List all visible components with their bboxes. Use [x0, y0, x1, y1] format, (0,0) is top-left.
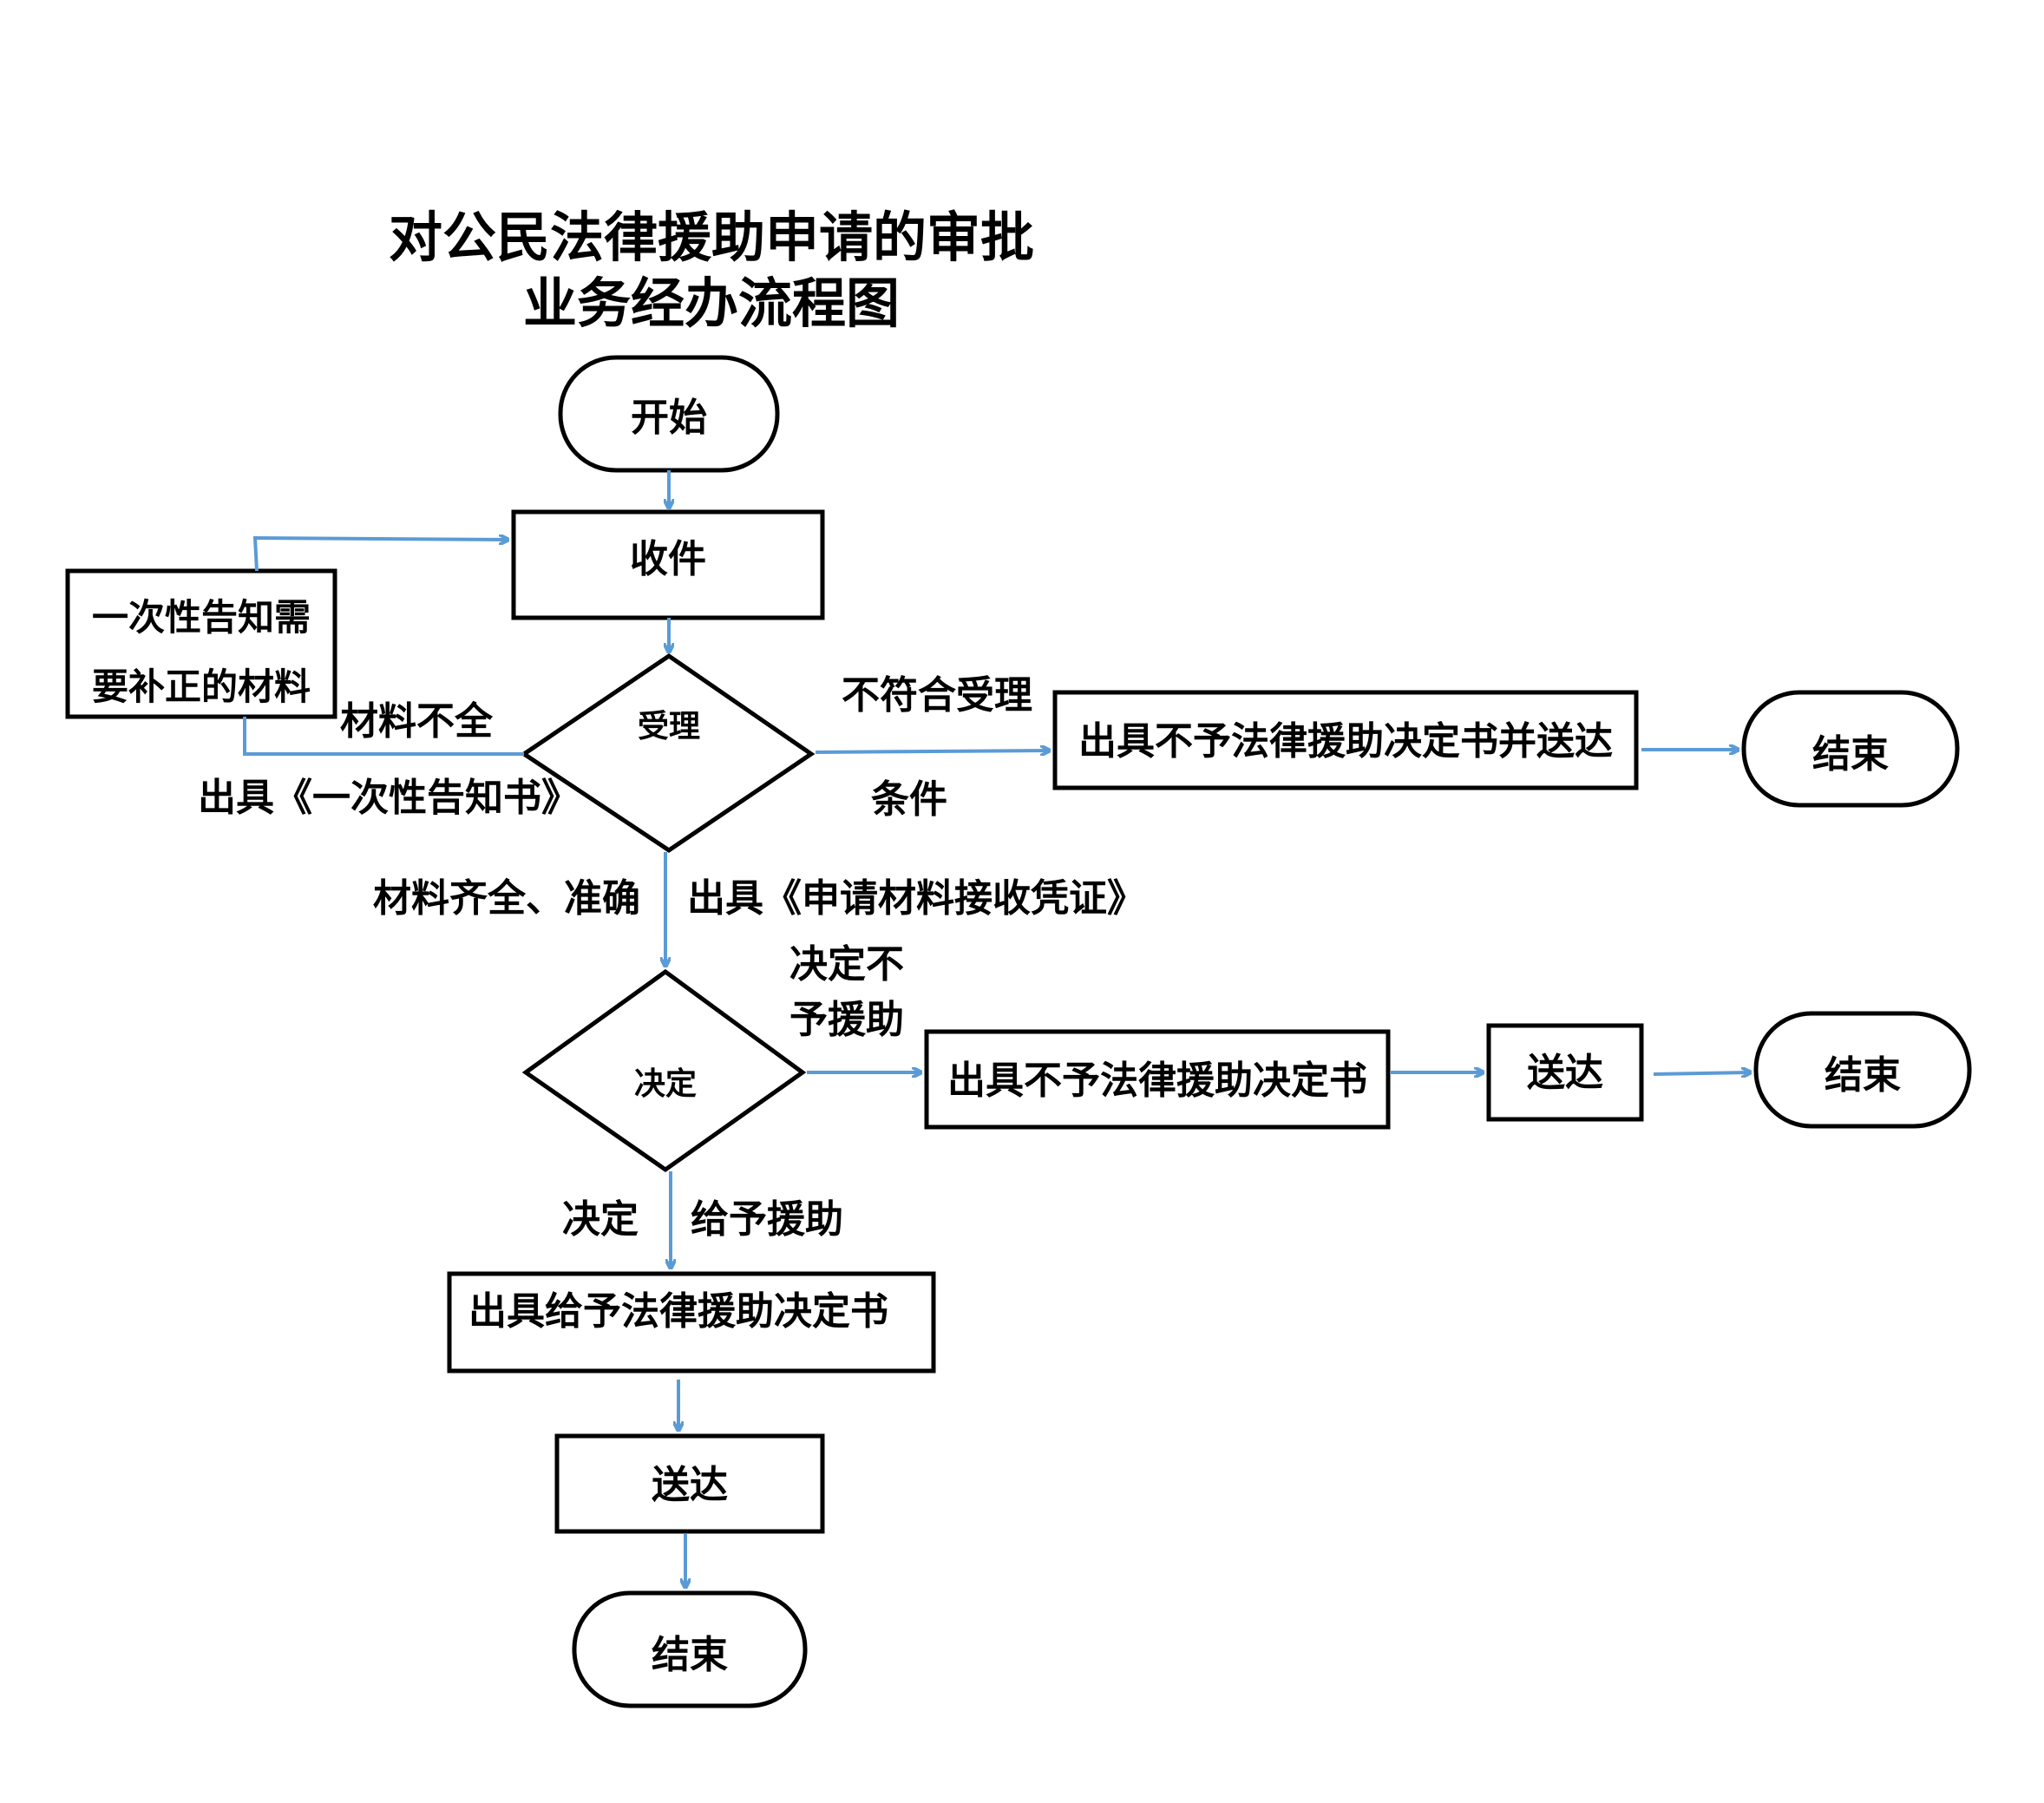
title-line-1: 对公民法律援助申请的审批 — [388, 206, 1034, 269]
end-terminal-2 — [1753, 1011, 1972, 1129]
notice-box — [65, 568, 337, 719]
arrow-accept-to-notice — [243, 717, 524, 756]
notice-label-line-2: 要补正的材料 — [91, 665, 311, 708]
deliver-grant-box — [554, 1433, 825, 1534]
arrow-notice-to-receive — [252, 538, 508, 572]
receive-label: 收件 — [630, 537, 706, 581]
edge-label-deny-line-2: 予援助 — [789, 998, 904, 1042]
edge-label-deny-line-1: 决定不 — [789, 942, 904, 987]
edge-label-complete: 材料齐全、准确 — [373, 876, 640, 921]
end-label-3: 结束 — [652, 1633, 728, 1677]
edge-label-incomplete: 材料不全 — [340, 699, 493, 744]
edge-label-issue-receipt: 出具《申请材料接收凭证》 — [687, 876, 1145, 921]
decide-diamond — [521, 968, 807, 1173]
end-terminal-3 — [572, 1590, 808, 1708]
end-label-1: 结束 — [1812, 732, 1889, 777]
receive-box — [511, 509, 825, 620]
diagram-title: 对公民法律援助申请的审批 业务经办流程图 — [286, 205, 1137, 337]
start-label: 开始 — [631, 396, 707, 440]
grant-doc-box — [447, 1271, 936, 1374]
decide-label: 决定 — [633, 1065, 697, 1102]
grant-doc-label: 出具给予法律援助决定书 — [468, 1289, 888, 1334]
deny-doc-box — [924, 1029, 1391, 1130]
edge-label-grant-aid: 给予援助 — [691, 1197, 843, 1242]
accept-diamond — [520, 652, 816, 854]
reject-accept-box — [1052, 690, 1639, 790]
title-line-2: 业务经办流程图 — [522, 272, 900, 335]
end-terminal-1 — [1741, 690, 1960, 808]
arrow-deliver-to-end-2 — [1653, 1072, 1750, 1074]
deliver-deny-box — [1486, 1023, 1644, 1122]
accept-label: 受理 — [637, 708, 700, 744]
reject-accept-label: 出具不予法律援助决定书并送达 — [1078, 719, 1613, 764]
deliver-deny-label: 送达 — [1527, 1051, 1603, 1095]
edge-label-not-meet: 不符合受理 — [842, 673, 1032, 718]
end-label-2: 结束 — [1825, 1053, 1901, 1098]
edge-label-issue-notice: 出具《一次性告知书》 — [198, 776, 580, 820]
deliver-grant-label: 送达 — [652, 1463, 728, 1507]
edge-label-grant-decide: 决定 — [562, 1197, 639, 1242]
arrow-accept-to-reject — [815, 751, 1049, 752]
deny-doc-label: 出具不予法律援助决定书 — [947, 1059, 1367, 1103]
edge-label-condition: 条件 — [871, 777, 947, 822]
notice-label-line-1: 一次性告知需 — [91, 595, 311, 639]
